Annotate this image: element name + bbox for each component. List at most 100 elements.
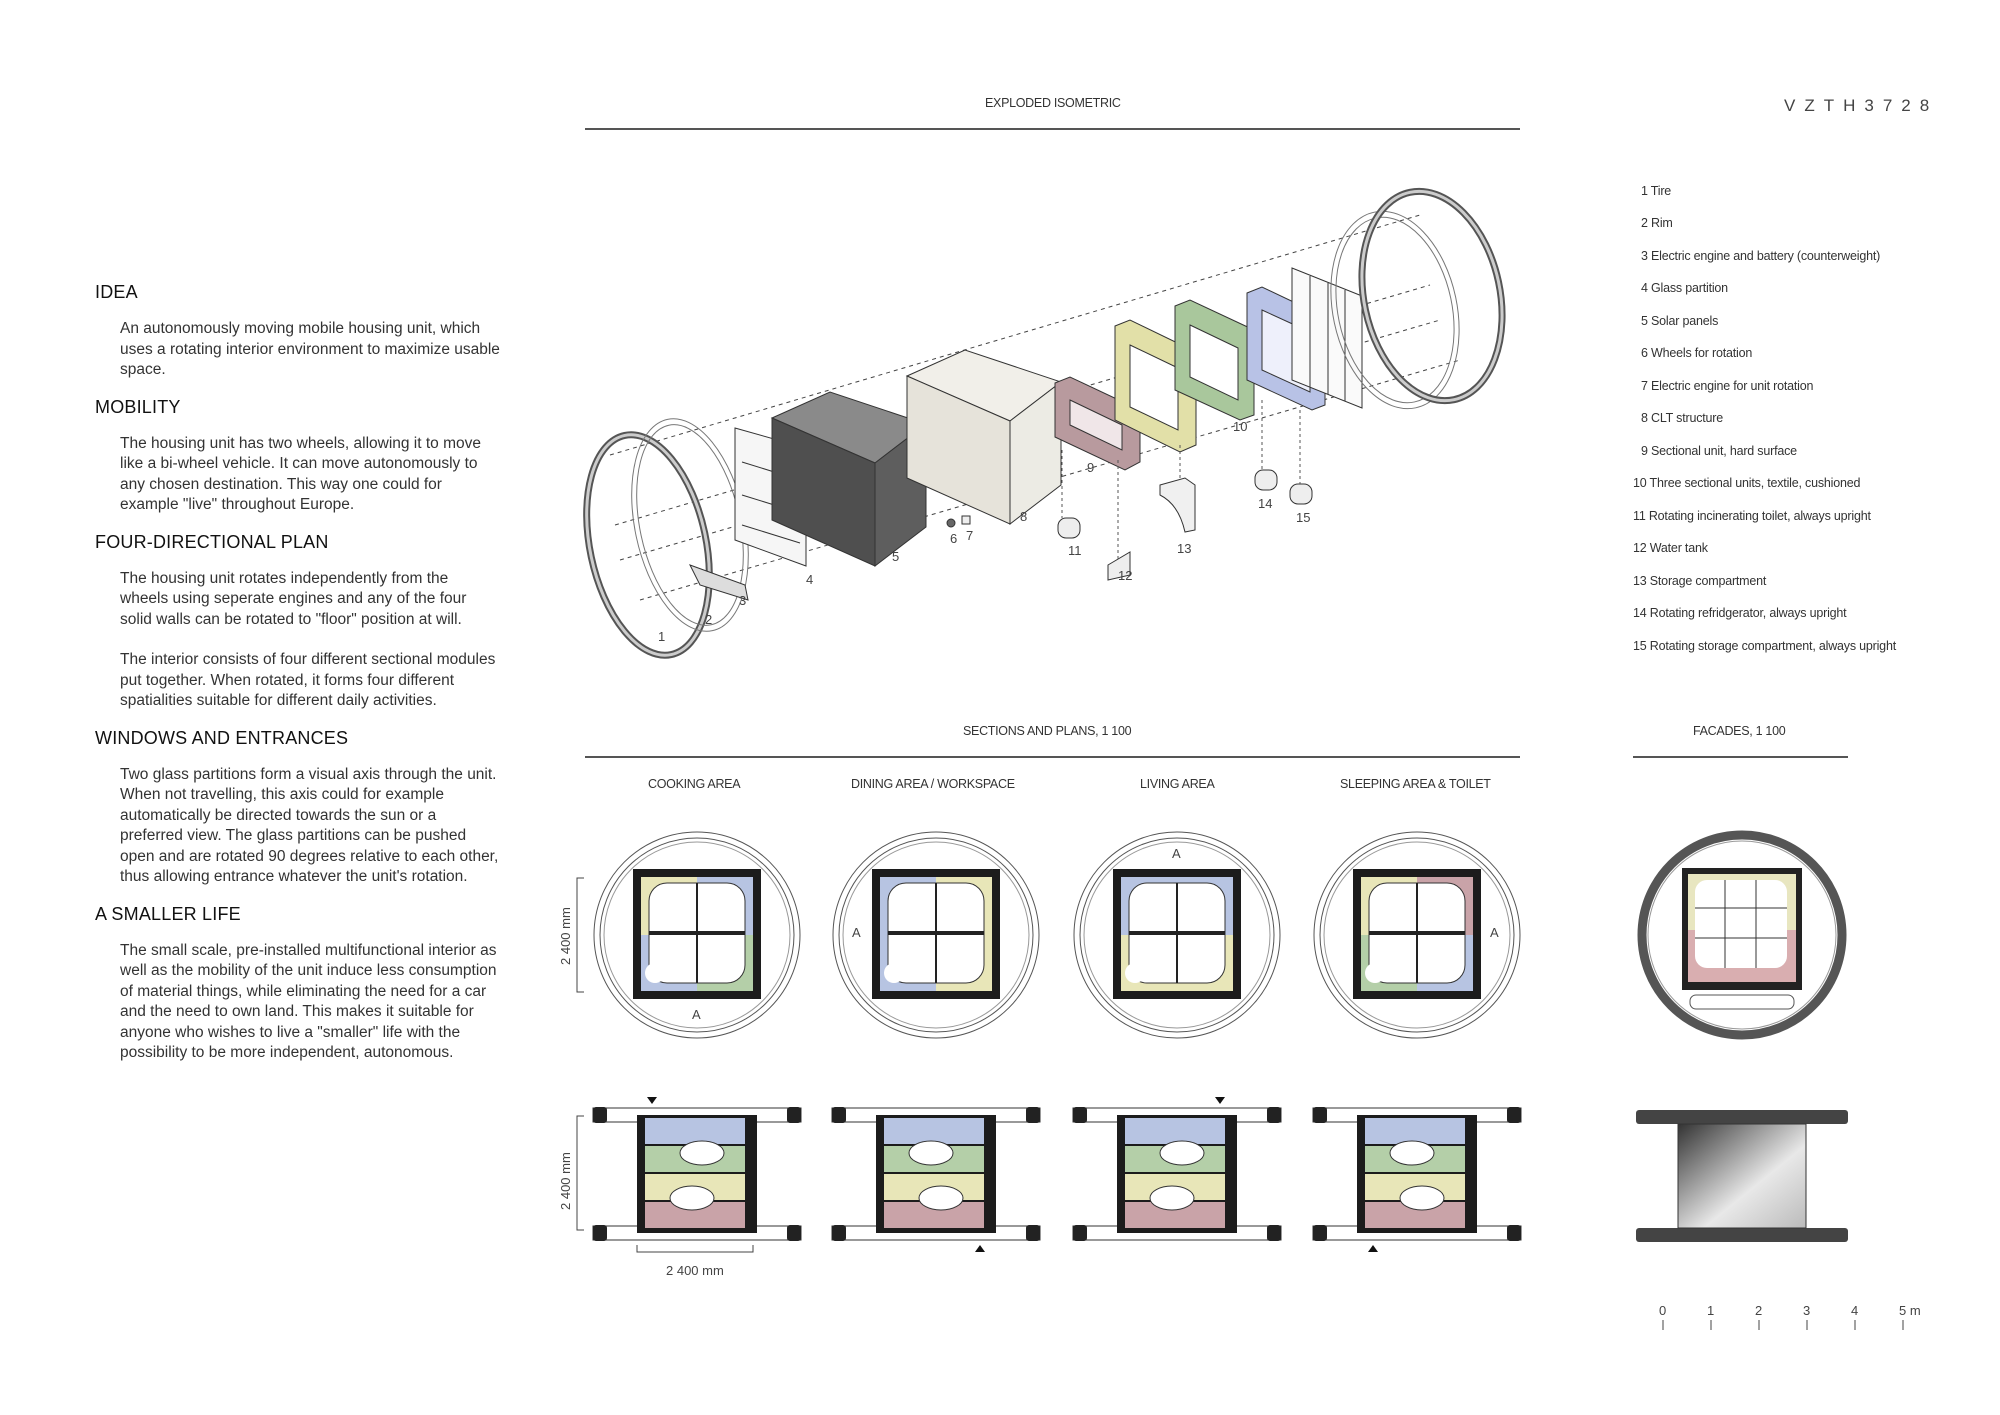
rim-inner [1083, 841, 1271, 1029]
divider [585, 756, 1520, 758]
rim-outline [599, 837, 795, 1033]
storage-cylinder [1289, 483, 1313, 505]
tire [1073, 1107, 1087, 1123]
area-label-cooking: COOKING AREA [648, 777, 741, 791]
module-strip [1365, 1118, 1465, 1144]
tire [1267, 1225, 1281, 1241]
callout-13: 13 [1177, 541, 1191, 556]
person-figure [1159, 1140, 1205, 1166]
section-smaller-life: A SMALLER LIFE The small scale, pre-inst… [95, 904, 497, 1064]
dashed-drops [1061, 400, 1301, 560]
paragraph: An autonomously moving mobile housing un… [120, 320, 500, 378]
callout-10: 10 [1233, 419, 1247, 434]
section-windows-entrances: WINDOWS AND ENTRANCES Two glass partitio… [95, 727, 498, 888]
callout-4: 4 [806, 572, 813, 587]
legend-item: 14 Rotating refridgerator, always uprigh… [1633, 606, 1847, 620]
legend-item: 13 Storage compartment [1633, 574, 1767, 588]
divider [1633, 756, 1848, 758]
person-figure [679, 1140, 725, 1166]
callout-3: 3 [739, 593, 746, 608]
paragraph: The housing unit has two wheels, allowin… [120, 434, 482, 514]
module-strip [645, 1118, 745, 1144]
legend-item: 8 CLT structure [1641, 411, 1723, 425]
paragraph: The interior consists of four different … [120, 651, 496, 709]
callout-numbers: 1 2 3 4 5 6 7 8 9 10 11 12 13 14 15 [658, 419, 1310, 644]
person-figure [1389, 1140, 1435, 1166]
rim-inner [603, 841, 791, 1029]
facade-elevation [1636, 1110, 1848, 1242]
dimension-width-plan-label: 2 400 mm [666, 1263, 724, 1278]
dimension-height-section-label: 2 400 mm [558, 907, 573, 965]
tire [1507, 1225, 1521, 1241]
rim-outline [838, 837, 1034, 1033]
module-strip [1125, 1118, 1225, 1144]
plan-2 [831, 1107, 1041, 1241]
callout-14: 14 [1258, 496, 1272, 511]
facade-section [1637, 830, 1847, 1040]
person-figure [918, 1185, 964, 1211]
dimension-height-plan [576, 1115, 584, 1231]
opening [1125, 963, 1145, 983]
wheel-outline [593, 831, 801, 1039]
sectional-unit-green [1174, 299, 1255, 421]
legend-item: 9 Sectional unit, hard surface [1641, 444, 1797, 458]
section-drawings [593, 831, 1521, 1039]
section-cut-arrow-icon [1215, 1097, 1225, 1104]
glass-partition-right [1291, 267, 1363, 409]
tire [1313, 1107, 1327, 1123]
section-mobility: MOBILITY The housing unit has two wheels… [95, 397, 495, 516]
callout-15: 15 [1296, 510, 1310, 525]
tire [832, 1107, 846, 1123]
section-four-directional-plan: FOUR-DIRECTIONAL PLAN The housing unit r… [95, 532, 495, 712]
section-cut-arrow-icon [1368, 1245, 1378, 1252]
section-idea: IDEA An autonomously moving mobile housi… [95, 282, 500, 381]
tire [1073, 1225, 1087, 1241]
callout-12: 12 [1118, 568, 1132, 583]
opening [645, 963, 665, 983]
area-label-living: LIVING AREA [1140, 777, 1215, 791]
callout-2: 2 [705, 612, 712, 627]
rotation-engine [961, 515, 971, 525]
area-label-sleeping: SLEEPING AREA & TOILET [1340, 777, 1491, 791]
facades-title: FACADES, 1 100 [1693, 724, 1786, 738]
tire-right [1358, 187, 1506, 405]
section-marker-a: A [852, 925, 861, 940]
legend-item: 2 Rim [1641, 216, 1673, 230]
rim-outline [1319, 837, 1515, 1033]
scale-tick-0: 0 [1659, 1303, 1666, 1318]
paragraph: The small scale, pre-installed multifunc… [120, 941, 497, 1062]
callout-6: 6 [950, 531, 957, 546]
exploded-isometric-title: EXPLODED ISOMETRIC [985, 96, 1121, 110]
tire [787, 1225, 801, 1241]
wheel-outline [832, 831, 1040, 1039]
heading-windows-entrances: WINDOWS AND ENTRANCES [95, 727, 349, 748]
legend-item: 11 Rotating incinerating toilet, always … [1633, 509, 1871, 523]
person-figure [1399, 1185, 1445, 1211]
plan-1 [592, 1107, 802, 1241]
heading-idea: IDEA [95, 282, 138, 302]
plan-3 [1072, 1107, 1282, 1241]
legend-item: 3 Electric engine and battery (counterwe… [1641, 249, 1881, 263]
legend-item: 5 Solar panels [1641, 314, 1719, 328]
tire [787, 1107, 801, 1123]
scale-tick-5: 5 m [1899, 1303, 1921, 1318]
callout-11: 11 [1068, 543, 1082, 558]
dimension-height-plan-label: 2 400 mm [558, 1152, 573, 1210]
legend-item: 6 Wheels for rotation [1641, 346, 1753, 360]
tire [1267, 1107, 1281, 1123]
scale-tick-1: 1 [1707, 1303, 1714, 1318]
heading-four-directional-plan: FOUR-DIRECTIONAL PLAN [95, 531, 329, 552]
tire-left [583, 431, 713, 659]
engine-battery [688, 564, 749, 601]
callout-5: 5 [892, 549, 899, 564]
storage-compartment [1159, 477, 1196, 533]
legend-item: 15 Rotating storage compartment, always … [1633, 639, 1896, 653]
section-marker-a: A [692, 1007, 701, 1022]
section-1 [593, 831, 801, 1039]
callout-7: 7 [966, 528, 973, 543]
legend-item: 4 Glass partition [1641, 281, 1728, 295]
section-marker-a: A [1172, 846, 1181, 861]
tire [593, 1225, 607, 1241]
project-code: VZTH3728 [1784, 96, 1939, 115]
